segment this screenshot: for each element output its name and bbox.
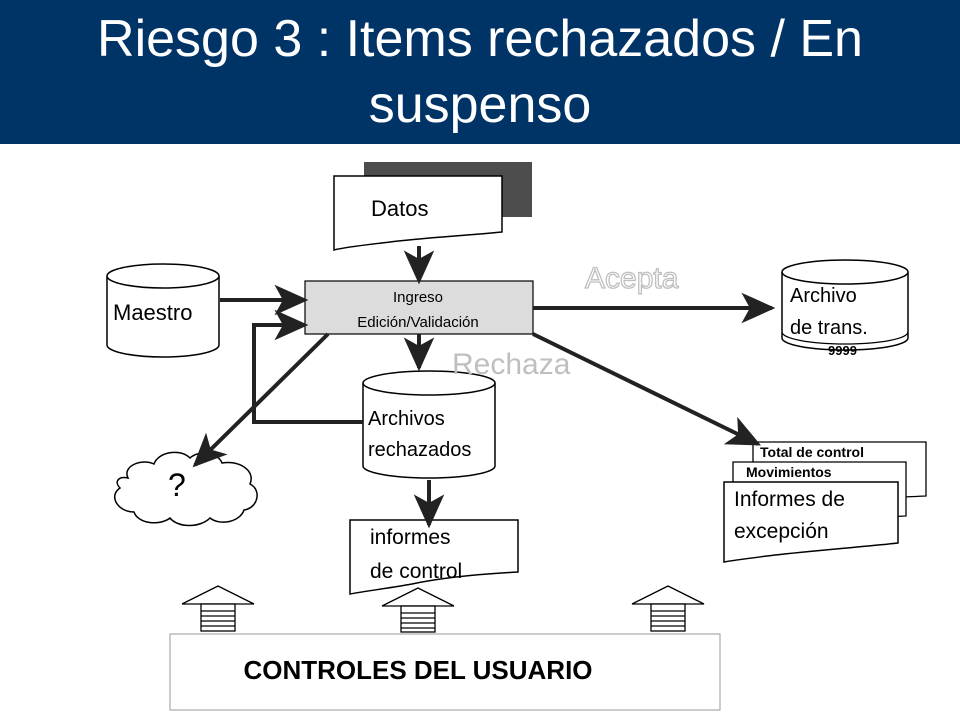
up-arrow-left-stripes: [201, 610, 235, 627]
arrow-rechazados-feedback-loop: [252, 309, 363, 424]
informes-excepcion-sheet: [723, 481, 899, 563]
archivo-trans-cylinder: Archivo de trans. 9999: [781, 259, 909, 358]
up-arrow-left-shaft: [200, 603, 236, 632]
exception-reports-stack: Total de control Movimientos Informes de…: [723, 441, 927, 563]
up-arrow-left-head: [181, 585, 255, 605]
informes-control-label-2: de control: [370, 560, 462, 583]
archivo-trans-label-1: Archivo: [790, 285, 857, 307]
title-bar: Riesgo 3 : Items rechazados / En suspens…: [0, 0, 960, 144]
slide-title-line-2: suspenso: [368, 76, 592, 134]
rechazados-label-1: Archivos: [368, 408, 445, 430]
rechazados-label-2: rechazados: [368, 439, 471, 461]
rechazados-body: [362, 383, 496, 479]
informes-control-label-1: informes: [370, 526, 451, 549]
cloud-question-mark: ?: [168, 467, 186, 503]
archivo-trans-body: [781, 272, 909, 351]
user-control-up-arrow-center: [381, 587, 455, 633]
datos-label: Datos: [371, 196, 428, 221]
archivo-trans-label-2: de trans.: [790, 317, 868, 339]
user-control-up-arrow-left: [181, 585, 255, 632]
process-label-line1: Ingreso: [393, 289, 443, 306]
maestro-cylinder: Maestro: [106, 263, 220, 358]
archivo-trans-ring: [781, 331, 909, 345]
informes-control-shape: [349, 519, 519, 595]
ingreso-process-box: Ingreso Edición/Validación: [304, 280, 534, 335]
controles-usuario-label: CONTROLES DEL USUARIO: [243, 655, 592, 685]
slide-title-line-1: Riesgo 3 : Items rechazados / En: [97, 10, 863, 68]
maestro-top: [106, 263, 220, 289]
cloud-shape: [114, 451, 258, 527]
acepta-label: Acepta: [585, 262, 679, 295]
informes-control-document: informes de control: [349, 519, 519, 595]
rechaza-label: Rechaza: [452, 348, 571, 381]
controles-usuario-rect: [169, 633, 721, 711]
arrow-proceso-to-cloud: [192, 332, 330, 468]
archivo-trans-code: 9999: [828, 343, 857, 358]
informes-excepcion-label-1: Informes de: [734, 488, 845, 511]
slide-title: Riesgo 3 : Items rechazados / En suspens…: [0, 6, 960, 138]
user-control-up-arrow-right: [631, 585, 705, 632]
process-label-line2: Edición/Validación: [357, 314, 478, 331]
movimientos-label: Movimientos: [746, 464, 832, 480]
arrow-proceso-to-excepcion: [532, 332, 762, 446]
datos-document: Datos: [333, 162, 532, 251]
unknown-cloud: ?: [114, 451, 258, 527]
up-arrow-right-stripes: [651, 610, 685, 627]
total-control-label: Total de control: [760, 444, 864, 460]
informes-excepcion-label-2: excepción: [734, 520, 829, 543]
archivos-rechazados-cylinder: Archivos rechazados: [362, 370, 496, 479]
up-arrow-right-shaft: [650, 603, 686, 632]
up-arrow-center-stripes: [401, 612, 435, 629]
maestro-body: [106, 276, 220, 358]
datos-shape: [333, 175, 503, 251]
up-arrow-right-head: [631, 585, 705, 605]
archivo-trans-top: [781, 259, 909, 285]
up-arrow-center-head: [381, 587, 455, 607]
maestro-label: Maestro: [113, 300, 192, 325]
controles-usuario-box: CONTROLES DEL USUARIO: [169, 633, 721, 711]
